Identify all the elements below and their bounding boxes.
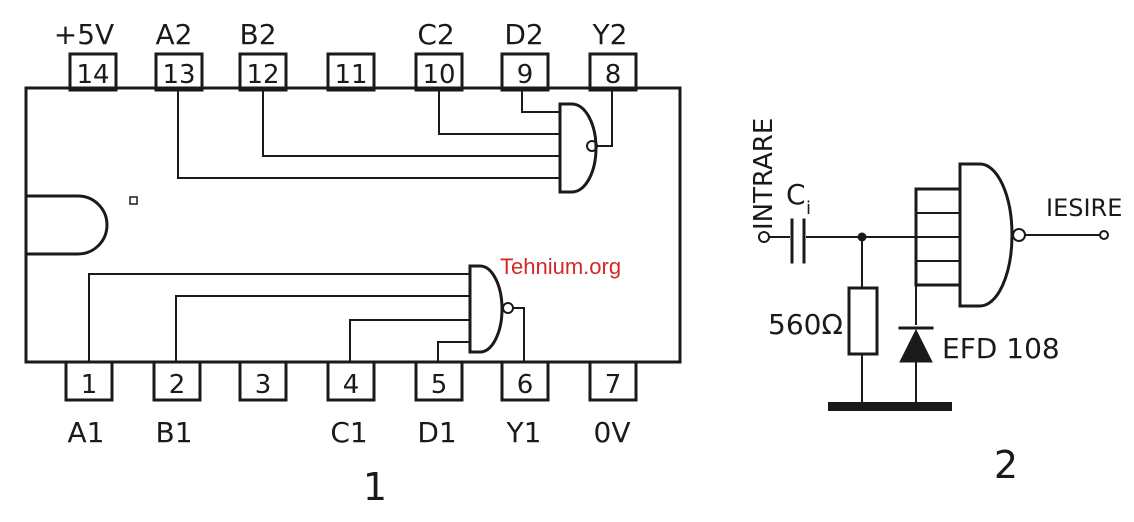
pin-12-label: B2 bbox=[239, 18, 276, 51]
nand-gate-2-body bbox=[558, 102, 598, 194]
ic-notch bbox=[24, 194, 109, 256]
figure-2-caption: 2 bbox=[994, 443, 1018, 487]
pin-14: 14 +5V bbox=[54, 18, 118, 92]
pin-8: 8 Y2 bbox=[588, 18, 638, 92]
wire-d2 bbox=[521, 90, 560, 113]
wire-y2 bbox=[597, 90, 613, 147]
pin-5-label: D1 bbox=[417, 416, 456, 449]
pin-2: 2 B1 bbox=[152, 360, 202, 449]
pin-13-label: A2 bbox=[156, 18, 193, 51]
pin-5: 5 D1 bbox=[414, 360, 464, 449]
ic-marker-dot bbox=[129, 196, 138, 205]
wire-b1 bbox=[175, 295, 470, 362]
pin-5-number: 5 bbox=[431, 370, 448, 400]
pin-1-number: 1 bbox=[81, 370, 98, 400]
nand-gate-fig2 bbox=[958, 162, 1026, 308]
wire-y1 bbox=[513, 307, 525, 362]
pin-10-number: 10 bbox=[422, 60, 455, 90]
pin-1: 1 A1 bbox=[64, 360, 114, 449]
pin-12-number: 12 bbox=[246, 60, 279, 90]
pin-7-number: 7 bbox=[605, 370, 622, 400]
input-terminal bbox=[758, 231, 770, 243]
diode-label: EFD 108 bbox=[942, 332, 1060, 365]
pin-6: 6 Y1 bbox=[500, 360, 550, 449]
nand-gate-1-bubble bbox=[502, 302, 514, 314]
pin-7: 7 0V bbox=[588, 360, 638, 449]
pin-13-number: 13 bbox=[162, 60, 195, 90]
pin-8-label: Y2 bbox=[592, 18, 628, 51]
pin-9-label: D2 bbox=[504, 18, 543, 51]
nand-gate-2 bbox=[177, 90, 613, 194]
pin-4-label: C1 bbox=[330, 416, 367, 449]
wire-b2 bbox=[262, 90, 560, 157]
wire-c2 bbox=[438, 90, 560, 135]
ground-bar bbox=[828, 402, 952, 411]
resistor-label: 560Ω bbox=[768, 308, 843, 341]
watermark: Tehnium.org bbox=[500, 254, 621, 279]
pin-14-label: +5V bbox=[54, 18, 114, 51]
pin-4-number: 4 bbox=[343, 370, 360, 400]
pin-1-label: A1 bbox=[68, 416, 105, 449]
wire-c1 bbox=[349, 319, 470, 362]
pin-13: 13 A2 bbox=[154, 18, 204, 92]
output-label: IESIRE bbox=[1046, 194, 1122, 222]
pin-8-number: 8 bbox=[605, 60, 622, 90]
pin-4: 4 C1 bbox=[326, 360, 376, 449]
pin-14-number: 14 bbox=[76, 60, 109, 90]
capacitor-subscript: i bbox=[806, 198, 811, 219]
figure-1-caption: 1 bbox=[363, 465, 387, 509]
wire-a2 bbox=[177, 90, 560, 179]
pin-2-label: B1 bbox=[155, 416, 192, 449]
pin-11: 11 bbox=[326, 52, 376, 92]
pin-6-number: 6 bbox=[517, 370, 534, 400]
nand-gate-1 bbox=[88, 264, 525, 362]
pin-9: 9 D2 bbox=[500, 18, 550, 92]
wire-d1 bbox=[437, 341, 470, 362]
figure-2: INTRARE C i 560Ω EFD 108 bbox=[749, 118, 1122, 411]
pin-9-number: 9 bbox=[517, 60, 534, 90]
pin-12: 12 B2 bbox=[238, 18, 288, 92]
pin-11-number: 11 bbox=[334, 60, 367, 90]
diode: EFD 108 bbox=[898, 237, 1060, 405]
pin-10: 10 C2 bbox=[414, 18, 464, 92]
pin-7-label: 0V bbox=[594, 416, 631, 449]
pin-3-number: 3 bbox=[255, 370, 272, 400]
pin-2-number: 2 bbox=[169, 370, 186, 400]
wire-a1 bbox=[88, 273, 470, 362]
resistor: 560Ω bbox=[768, 237, 879, 405]
top-pins: 14 +5V 13 A2 12 B2 11 10 C2 9 D2 bbox=[54, 18, 638, 92]
capacitor: C i bbox=[786, 178, 811, 264]
pin-10-label: C2 bbox=[417, 18, 454, 51]
input-label: INTRARE bbox=[749, 118, 779, 230]
capacitor-label: C bbox=[786, 178, 806, 211]
nand-gate-fig2-bubble bbox=[1012, 228, 1026, 242]
bottom-pins: 1 A1 2 B1 3 4 C1 5 D1 6 Y1 7 bbox=[64, 360, 638, 449]
pin-3: 3 bbox=[238, 360, 288, 402]
output-terminal bbox=[1099, 230, 1109, 240]
pin-6-label: Y1 bbox=[506, 416, 542, 449]
nand-gate-1-body bbox=[468, 264, 504, 354]
input-stack bbox=[914, 187, 962, 287]
